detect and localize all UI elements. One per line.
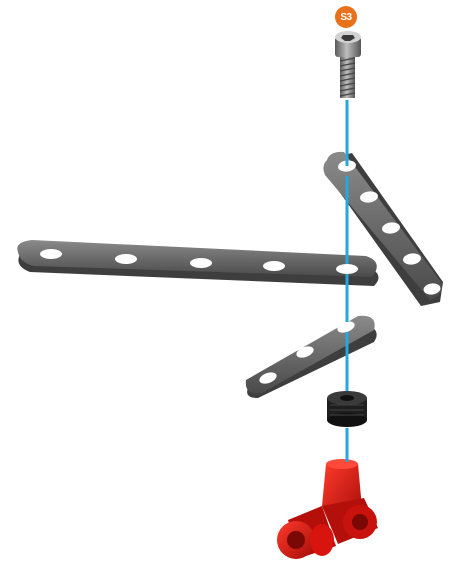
step-badge: S3 bbox=[335, 6, 357, 28]
strip-hole bbox=[40, 249, 62, 259]
step-badge-label: S3 bbox=[340, 12, 351, 23]
black-spacer bbox=[327, 391, 367, 427]
strip-hole bbox=[263, 261, 285, 271]
strip-hole bbox=[115, 254, 137, 264]
short-strip bbox=[246, 316, 377, 398]
strip-hole bbox=[336, 264, 358, 274]
long-strip-horizontal bbox=[17, 240, 378, 286]
screw bbox=[335, 31, 361, 98]
red-connector-block bbox=[277, 459, 378, 559]
strip-hole bbox=[190, 258, 212, 268]
